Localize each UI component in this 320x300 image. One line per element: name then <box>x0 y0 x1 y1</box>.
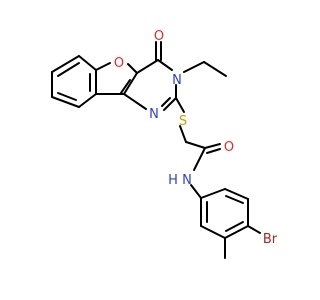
bond <box>57 62 80 77</box>
hydrogen-atom-amide: H <box>168 173 178 188</box>
bond <box>224 225 249 239</box>
bond-lines <box>51 41 261 259</box>
bond <box>127 63 138 74</box>
nitrogen-atom-n1: N <box>149 107 159 122</box>
nitrogen-atom-n3: N <box>172 73 182 88</box>
bond <box>190 184 202 199</box>
bond <box>206 148 221 154</box>
bond <box>78 93 97 108</box>
bond <box>95 62 111 71</box>
bond <box>161 97 171 107</box>
bond <box>51 96 80 108</box>
bond <box>157 59 173 71</box>
bond <box>179 125 187 143</box>
bond <box>57 92 77 101</box>
bond <box>136 59 159 74</box>
bond <box>123 72 138 95</box>
bond <box>120 79 131 94</box>
bond <box>204 143 221 149</box>
bond <box>175 97 185 113</box>
bond <box>123 93 147 110</box>
bond <box>185 141 206 149</box>
bond <box>225 221 244 232</box>
sulfur-atom: S <box>179 114 187 129</box>
bond <box>78 55 97 71</box>
bond <box>200 188 226 199</box>
bond <box>163 97 177 111</box>
nitrogen-atom-amide: N <box>182 173 192 188</box>
oxygen-atom-carbonyl: O <box>154 29 164 44</box>
bond <box>51 55 80 73</box>
oxygen-atom-amide: O <box>224 140 234 155</box>
bond <box>193 147 206 171</box>
bond <box>183 61 205 73</box>
molecule-structure-diagram: O O N N S O N H Br <box>51 29 278 259</box>
oxygen-atom-furan: O <box>114 56 124 71</box>
atom-labels: O O N N S O N H Br <box>114 29 278 247</box>
bond <box>203 61 227 77</box>
bond <box>200 225 226 239</box>
bond <box>225 195 244 204</box>
bond <box>247 225 261 234</box>
bromine-atom: Br <box>263 232 278 247</box>
bond <box>224 188 249 200</box>
